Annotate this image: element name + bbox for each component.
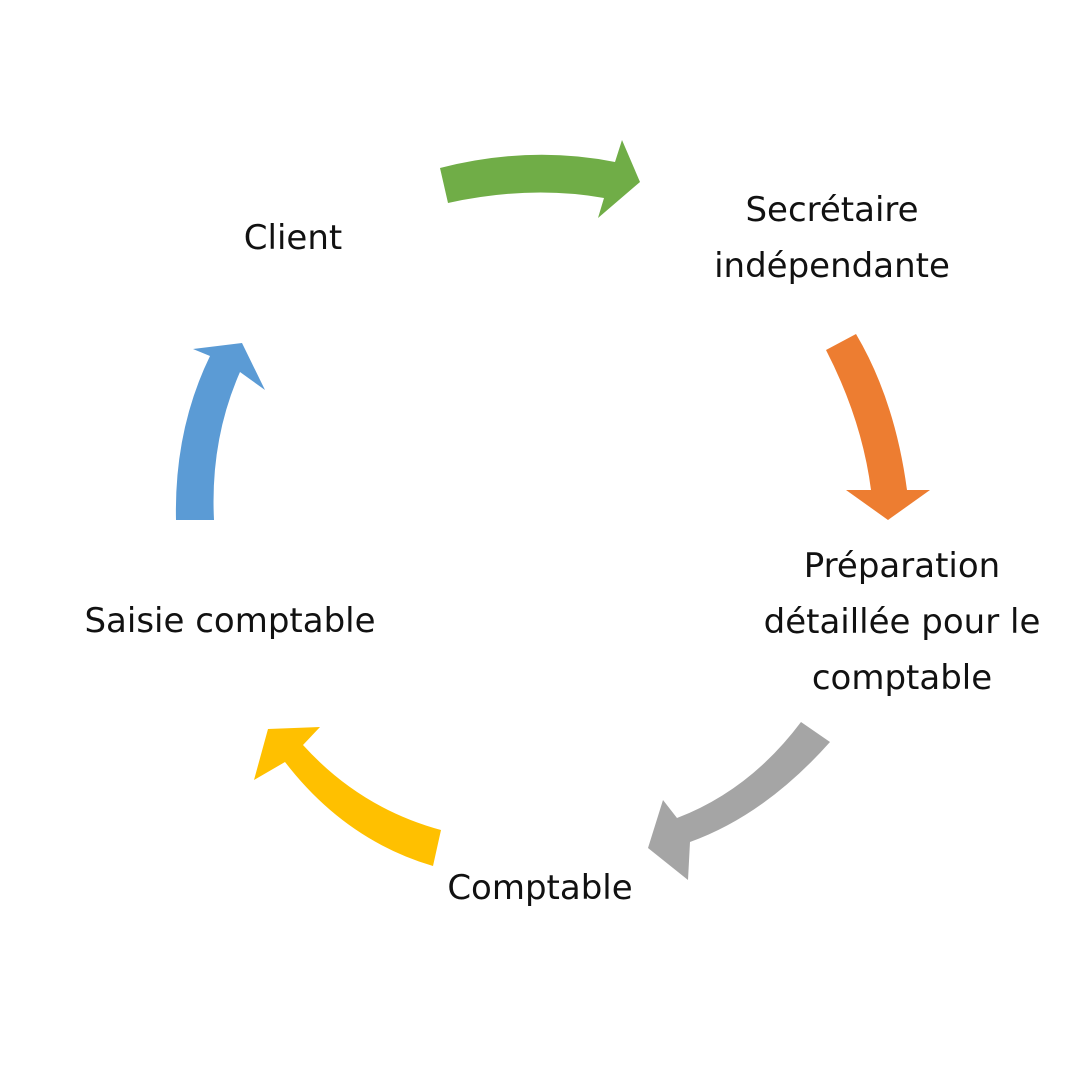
arrow-saisie-to-client — [175, 343, 265, 520]
node-secretaire: Secrétaire indépendante — [682, 182, 982, 294]
node-secretaire-line-2: indépendante — [714, 246, 950, 286]
node-preparation-line-2: détaillée pour le — [763, 602, 1041, 642]
node-comptable: Comptable — [400, 860, 680, 916]
node-client: Client — [193, 210, 393, 266]
node-comptable-line: Comptable — [447, 868, 633, 908]
arrow-secretaire-to-preparation — [826, 334, 930, 520]
node-saisie-line: Saisie comptable — [84, 601, 376, 641]
arrow-preparation-to-comptable — [648, 722, 830, 880]
node-preparation-line-1: Préparation — [803, 546, 1001, 586]
node-preparation: Préparation détaillée pour le comptable — [742, 538, 1062, 706]
node-preparation-line-3: comptable — [811, 658, 993, 698]
node-client-line: Client — [243, 218, 343, 258]
arrow-comptable-to-saisie — [254, 727, 441, 866]
node-saisie: Saisie comptable — [50, 593, 410, 649]
node-secretaire-line-1: Secrétaire — [745, 190, 919, 230]
arrow-client-to-secretaire — [440, 140, 640, 218]
